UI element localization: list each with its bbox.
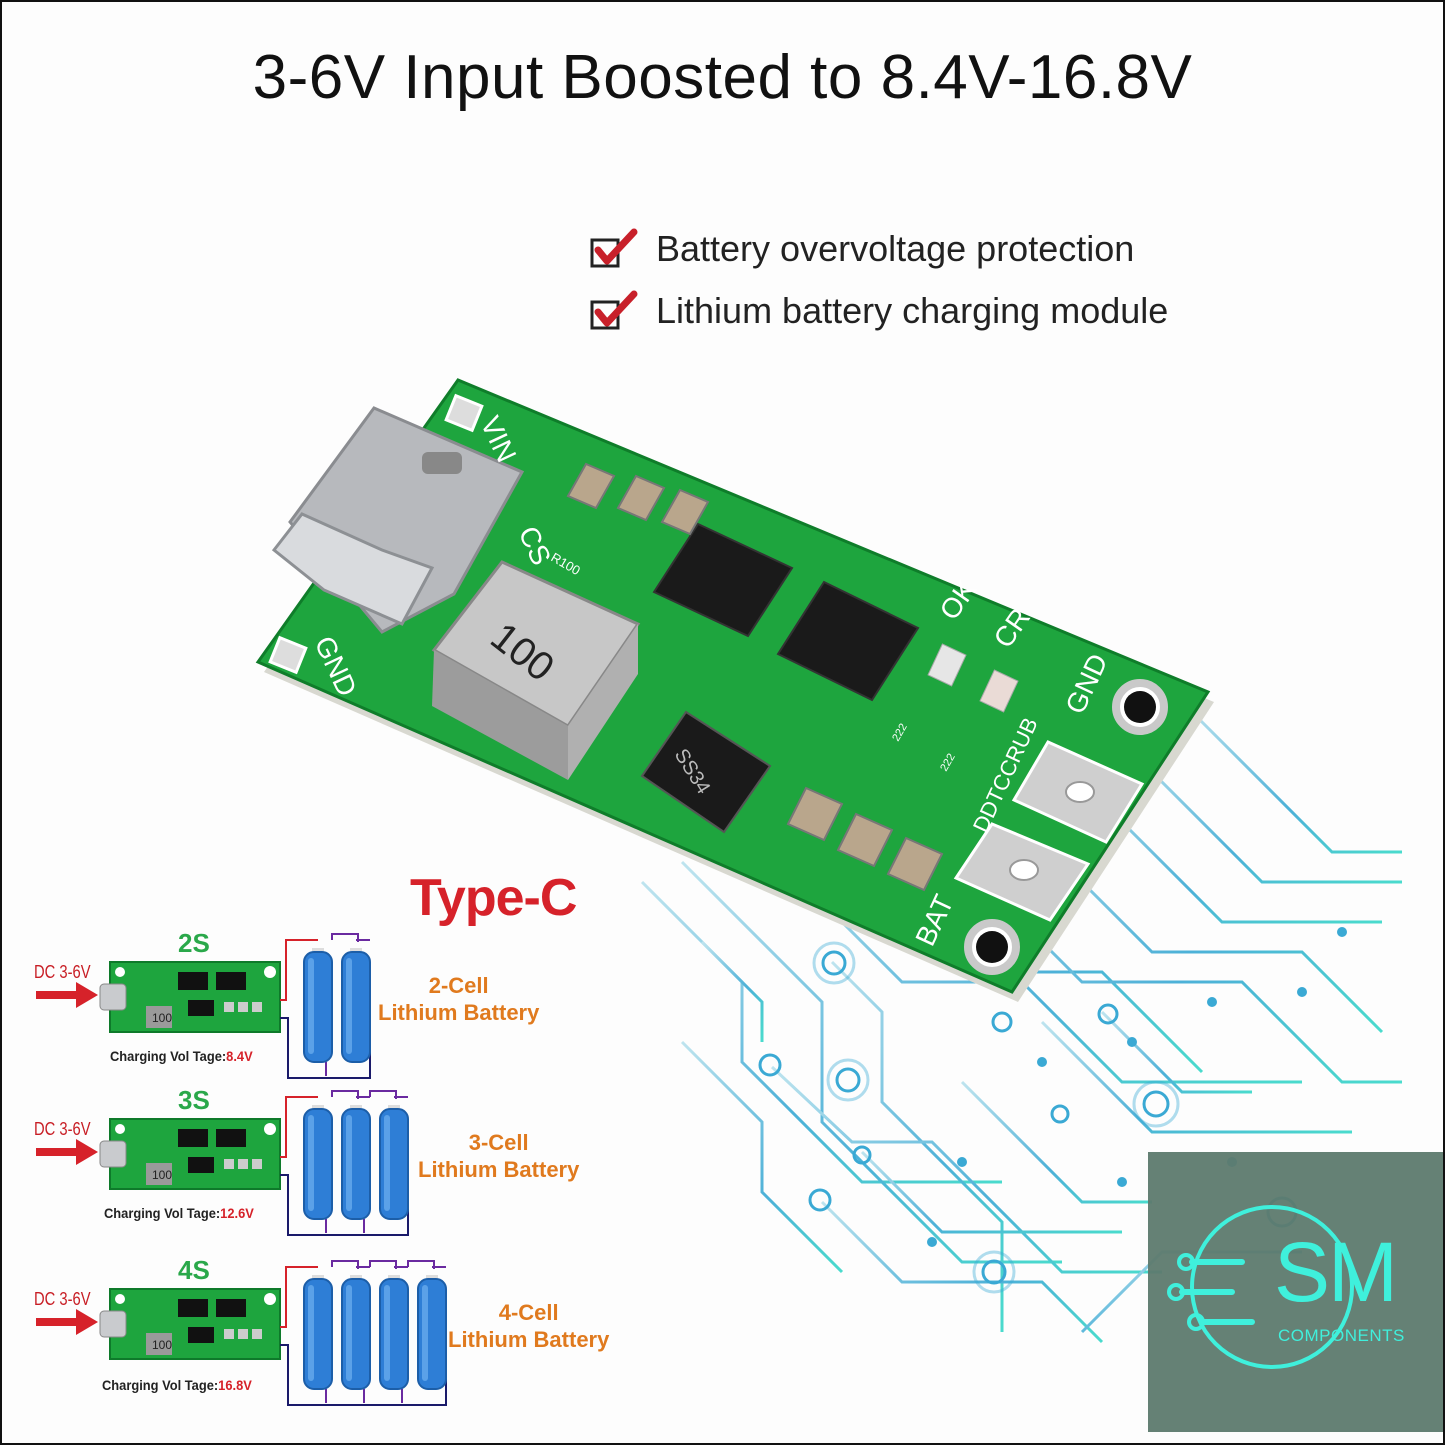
charging-voltage-label: Charging Vol Tage:12.6V — [104, 1205, 254, 1221]
input-voltage-label: DC 3-6V — [34, 962, 91, 982]
check-icon — [590, 228, 638, 268]
charging-voltage-label: Charging Vol Tage:8.4V — [110, 1048, 253, 1064]
battery-cell — [303, 1275, 333, 1390]
battery-cell — [379, 1105, 409, 1220]
charging-voltage-caption: Charging Vol Tage: — [104, 1205, 221, 1221]
series-label: 4S — [178, 1255, 210, 1285]
feature-text: Battery overvoltage protection — [656, 228, 1135, 269]
battery-type: Lithium Battery — [448, 1327, 610, 1352]
battery-cell — [341, 1105, 371, 1220]
input-voltage-label: DC 3-6V — [34, 1289, 91, 1309]
mini-board — [99, 1288, 281, 1360]
input-voltage-label: DC 3-6V — [34, 1119, 91, 1139]
logo-subtitle: COMPONENTS — [1278, 1326, 1405, 1345]
battery-cell — [379, 1275, 409, 1390]
page-title: 3-6V Input Boosted to 8.4V-16.8V — [252, 43, 1193, 112]
battery-cell — [417, 1275, 447, 1390]
battery-count: 2-Cell — [428, 973, 489, 998]
connector-type-label: Type-C — [410, 869, 577, 927]
series-label: 3S — [178, 1085, 210, 1115]
feature-item: Battery overvoltage protection — [590, 228, 1134, 270]
arrow-right-icon — [36, 1309, 98, 1335]
arrow-right-icon — [36, 982, 98, 1008]
series-label: 2S — [178, 928, 210, 958]
mount-hole — [1112, 679, 1168, 735]
mini-inductor-marking: 100 — [152, 1338, 172, 1352]
mini-inductor-marking: 100 — [152, 1011, 172, 1025]
charging-voltage-label: Charging Vol Tage:16.8V — [102, 1377, 252, 1393]
battery-count: 3-Cell — [468, 1130, 529, 1155]
check-icon — [590, 290, 638, 330]
battery-cell — [341, 948, 371, 1063]
charging-voltage-value: 16.8V — [218, 1377, 252, 1393]
charging-voltage-value: 8.4V — [226, 1048, 253, 1064]
battery-cell — [303, 1105, 333, 1220]
mini-board — [99, 961, 281, 1033]
feature-text: Lithium battery charging module — [656, 290, 1169, 331]
battery-cell — [303, 948, 333, 1063]
feature-item: Lithium battery charging module — [590, 290, 1168, 332]
mini-board — [99, 1118, 281, 1190]
battery-type: Lithium Battery — [418, 1157, 580, 1182]
battery-cell — [341, 1275, 371, 1390]
battery-count: 4-Cell — [498, 1300, 559, 1325]
battery-type: Lithium Battery — [378, 1000, 540, 1025]
arrow-right-icon — [36, 1139, 98, 1165]
circuit-icon — [1167, 1205, 1354, 1369]
logo-brand: SM — [1274, 1225, 1398, 1319]
mini-inductor-marking: 100 — [152, 1168, 172, 1182]
usb-c-connector — [271, 406, 525, 634]
charging-voltage-caption: Charging Vol Tage: — [102, 1377, 219, 1393]
charging-voltage-caption: Charging Vol Tage: — [110, 1048, 227, 1064]
mount-hole — [964, 919, 1020, 975]
inductor — [431, 560, 641, 780]
charging-voltage-value: 12.6V — [220, 1205, 254, 1221]
